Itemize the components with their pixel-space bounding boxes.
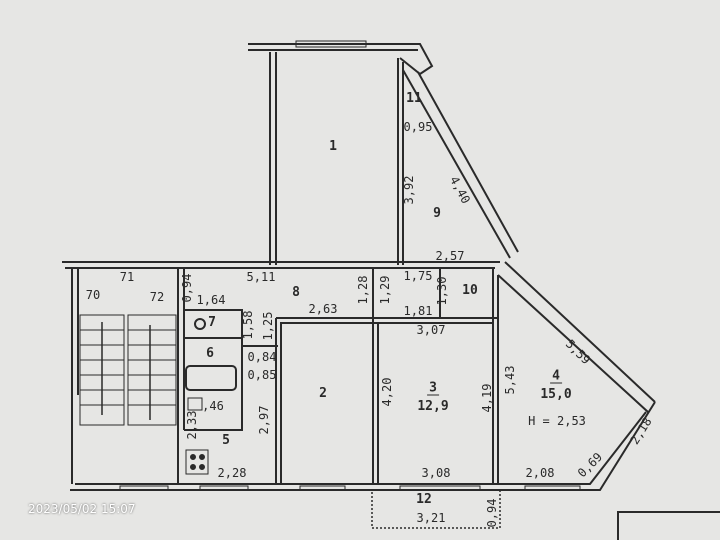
dimension: 1,64 [196,293,226,307]
dimension: 2,33 [185,410,199,440]
dimension: 3,21 [416,511,446,525]
dimension: 72 [149,290,165,304]
ceiling-height: H = 2,53 [528,414,586,428]
dimension: 2,08 [525,466,555,480]
dimension: 0,94 [485,498,499,528]
room-9-label: 9 [433,206,441,221]
dimension: 1,29 [378,275,392,305]
room-12-label: 12 [416,492,432,507]
dimension: 2,28 [217,466,247,480]
room-4-area: 15,0 [540,387,572,402]
dimension: 5,11 [246,270,276,284]
room-4-label: 4 [550,368,562,384]
dimension: 71 [119,270,135,284]
dimension: ,46 [202,399,224,413]
room-7-label: 7 [208,315,216,330]
room-5-label: 5 [222,433,230,448]
dimension: 5,43 [503,365,517,395]
dimension: 0,85 [247,368,277,382]
dimension: 1,81 [403,304,433,318]
dimension: 0,84 [247,350,277,364]
dimension: 1,28 [356,275,370,305]
room-11-label: 11 [406,91,422,106]
dimension: 4,20 [380,377,394,407]
room-10-label: 10 [462,283,478,298]
dimension: 1,25 [261,311,275,341]
dimension: 3,92 [402,175,416,205]
dimension: 4,19 [480,383,494,413]
photo-timestamp: 2023/05/02 15:07 [28,502,136,516]
room-2-label: 2 [319,386,327,401]
room-3-area: 12,9 [417,399,449,414]
dimension: 3,08 [421,466,451,480]
walls [62,40,720,540]
dimension: 2,97 [257,405,271,435]
room-6-label: 6 [206,346,214,361]
dimension: 0,94 [180,273,194,303]
dimension: 0,95 [403,120,433,134]
dimension: 70 [85,288,101,302]
dimension: 1,30 [435,276,449,306]
room-8-label: 8 [292,285,300,300]
dimension: 2,57 [435,249,465,263]
dimension: 2,63 [308,302,338,316]
dimension: 1,75 [403,269,433,283]
dimension: 3,07 [416,323,446,337]
room-1-label: 1 [329,139,337,154]
room-3-label: 3 [427,380,439,396]
dimension: 1,58 [241,310,255,340]
